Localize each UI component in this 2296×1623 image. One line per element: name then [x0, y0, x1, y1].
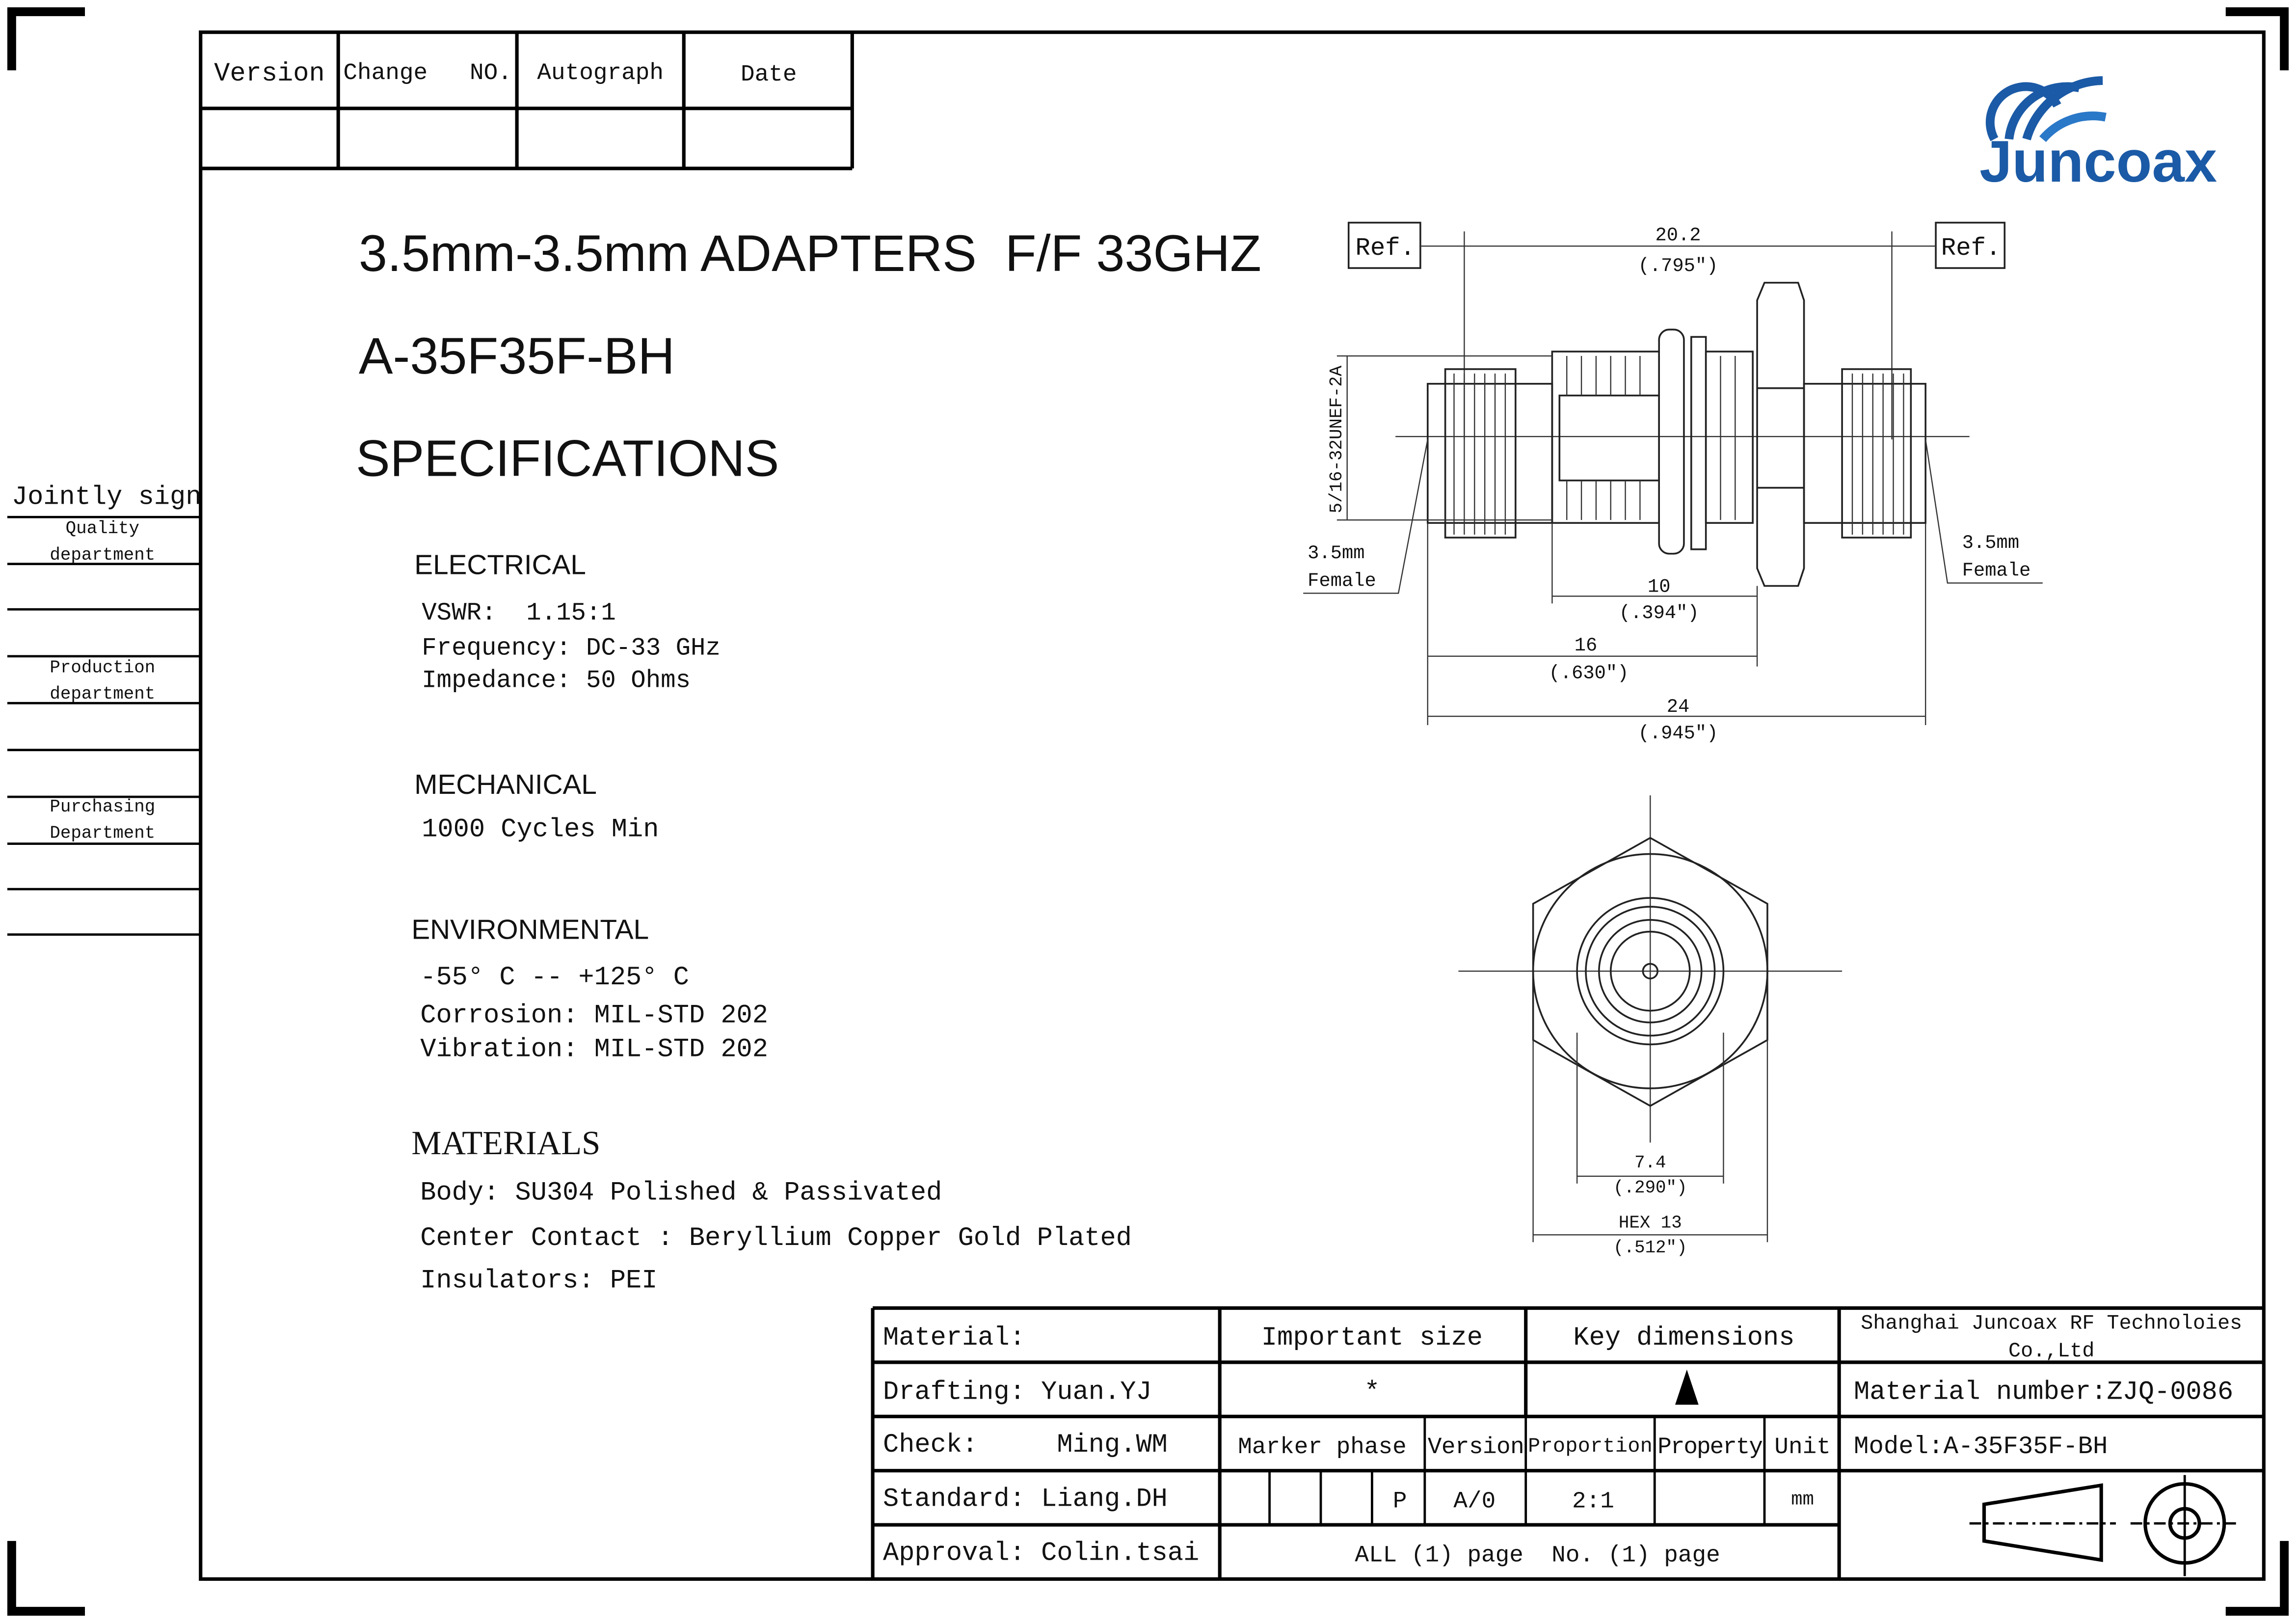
title-block: Material: Important size Key dimensions … [871, 1306, 2264, 1579]
right-connector-gender: Female [1962, 560, 2031, 582]
signal-waves-icon [1985, 76, 2107, 142]
version-label: Version [1428, 1434, 1524, 1461]
left-connector-size: 3.5mm [1308, 542, 1364, 564]
dim-10-in: (.394") [1619, 602, 1699, 624]
revision-table: Version Change NO. Autograph Date [200, 32, 854, 170]
company-suffix: Co.,Ltd [2008, 1339, 2094, 1363]
dim-74-in: (.290") [1613, 1178, 1687, 1198]
dim-20-mm: 20.2 [1655, 224, 1701, 246]
dept-purchasing: Purchasing [50, 797, 155, 817]
left-connector-gender: Female [1308, 570, 1376, 592]
juncoax-logo: Juncoax [1979, 76, 2217, 194]
spec-temperature: -55° C -- +125° C [420, 963, 689, 993]
dim-16-mm: 16 [1575, 635, 1598, 656]
rev-header-change: Change NO. [343, 60, 512, 86]
spec-electrical: ELECTRICAL VSWR: 1.15:1 Frequency: DC-33… [414, 550, 721, 695]
key-dimension-triangle-icon [1675, 1369, 1699, 1405]
rev-header-date: Date [741, 61, 797, 88]
important-size-mark: * [1364, 1377, 1380, 1407]
spec-mechanical: MECHANICAL 1000 Cycles Min [414, 769, 659, 845]
unit-label: Unit [1774, 1434, 1831, 1461]
material-label: Material: [883, 1323, 1025, 1353]
dept-quality-sub: department [50, 545, 155, 565]
rev-header-autograph: Autograph [537, 60, 664, 86]
section-heading: MECHANICAL [414, 769, 597, 800]
spec-corrosion: Corrosion: MIL-STD 202 [420, 1001, 768, 1031]
dim-20-in: (.795") [1638, 255, 1718, 277]
side-view-drawing: Ref. Ref. 20.2 (.795") 5/16-32UNEF-2A 3.… [1303, 221, 2043, 744]
rev-header-version: Version [214, 59, 325, 89]
spec-frequency: Frequency: DC-33 GHz [422, 635, 721, 663]
thread-spec-label: 5/16-32UNEF-2A [1327, 365, 1347, 513]
unit-value: mm [1791, 1488, 1814, 1510]
company-name: Shanghai Juncoax RF Technoloies [1861, 1311, 2242, 1335]
dept-purchasing-sub: Department [50, 823, 155, 843]
jointly-sign-panel: Jointly sign Quality department Producti… [7, 482, 202, 936]
standard-field: Standard: Liang.DH [883, 1484, 1168, 1514]
right-connector-size: 3.5mm [1962, 532, 2019, 554]
dim-24-mm: 24 [1667, 696, 1690, 718]
spec-materials: MATERIALS Body: SU304 Polished & Passiva… [411, 1124, 1132, 1296]
model-field: Model:A-35F35F-BH [1854, 1433, 2108, 1461]
dim-74-mm: 7.4 [1634, 1153, 1666, 1173]
dim-16-in: (.630") [1549, 662, 1629, 684]
ref-box-left [1347, 221, 1421, 269]
front-view-drawing: 7.4 (.290") HEX 13 (.512") [1458, 795, 1842, 1258]
spec-vibration: Vibration: MIL-STD 202 [420, 1034, 768, 1064]
sheet-frame [199, 30, 2266, 1581]
phase-value: P [1393, 1488, 1407, 1515]
spec-cycles: 1000 Cycles Min [422, 815, 659, 845]
key-dimensions-label: Key dimensions [1573, 1323, 1794, 1353]
projection-symbol-icon [1969, 1475, 2241, 1576]
section-heading: ELECTRICAL [414, 550, 586, 581]
proportion-label: Proportion [1528, 1434, 1653, 1458]
ref-label-left: Ref. [1355, 235, 1415, 263]
specifications-heading: SPECIFICATIONS [356, 430, 779, 487]
important-size-label: Important size [1261, 1323, 1483, 1353]
section-heading: ENVIRONMENTAL [411, 915, 649, 946]
jointly-sign-title: Jointly sign [12, 482, 202, 512]
spec-impedance: Impedance: 50 Ohms [422, 667, 691, 695]
spec-environmental: ENVIRONMENTAL -55° C -- +125° C Corrosio… [411, 915, 768, 1065]
page-count: ALL (1) page No. (1) page [1355, 1542, 1720, 1569]
dim-24-in: (.945") [1638, 723, 1718, 744]
dim-hex-mm: HEX 13 [1619, 1213, 1682, 1233]
approval-field: Approval: Colin.tsai [883, 1539, 1199, 1569]
dept-quality: Quality [66, 518, 139, 539]
version-value: A/0 [1453, 1488, 1495, 1515]
ref-box-right [1935, 221, 2006, 269]
section-heading: MATERIALS [411, 1124, 600, 1162]
dim-hex-in: (.512") [1613, 1238, 1687, 1258]
ref-label-right: Ref. [1941, 235, 2001, 263]
material-number: Material number:ZJQ-0086 [1854, 1377, 2233, 1407]
corner-marks [7, 7, 2289, 1616]
dim-10-mm: 10 [1648, 576, 1671, 597]
dept-production-sub: department [50, 684, 155, 704]
spec-vswr: VSWR: 1.15:1 [422, 599, 616, 627]
dept-production: Production [50, 658, 155, 678]
property-label: Property [1657, 1434, 1763, 1461]
product-title: 3.5mm-3.5mm ADAPTERS F/F 33GHZ [359, 225, 1261, 282]
marker-phase-label: Marker phase [1238, 1434, 1407, 1461]
check-field: Check: Ming.WM [883, 1430, 1168, 1460]
proportion-value: 2:1 [1572, 1488, 1614, 1515]
spec-center-contact: Center Contact : Beryllium Copper Gold P… [420, 1223, 1132, 1253]
logo-text: Juncoax [1979, 129, 2217, 194]
spec-body: Body: SU304 Polished & Passivated [420, 1178, 942, 1208]
model-title: A-35F35F-BH [359, 327, 675, 385]
spec-insulators: Insulators: PEI [420, 1266, 657, 1296]
drafting-field: Drafting: Yuan.YJ [883, 1377, 1152, 1407]
